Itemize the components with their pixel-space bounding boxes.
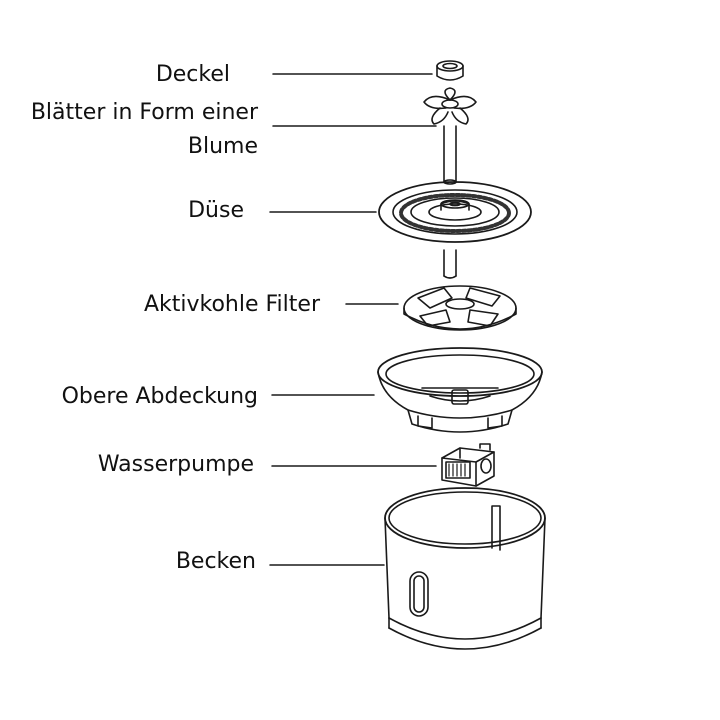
label-deckel: Deckel bbox=[155, 62, 230, 87]
part-duese bbox=[378, 181, 532, 243]
part-deckel bbox=[436, 60, 464, 81]
label-obere-abdeckung: Obere Abdeckung bbox=[61, 384, 258, 409]
label-aktivkohle: Aktivkohle Filter bbox=[143, 292, 320, 317]
leader-lines bbox=[269, 73, 437, 566]
label-wasserpumpe: Wasserpumpe bbox=[97, 452, 254, 477]
part-becken bbox=[384, 487, 546, 650]
part-obere-abdeckung bbox=[377, 347, 543, 433]
label-becken: Becken bbox=[175, 549, 256, 574]
label-duese: Düse bbox=[188, 198, 244, 223]
part-wasserpumpe bbox=[441, 443, 495, 487]
part-aktivkohle-filter bbox=[403, 285, 517, 331]
label-blaetter-line1: Blätter in Form einer bbox=[30, 100, 258, 125]
label-blaetter-line2: Blume bbox=[187, 134, 258, 159]
part-blaetter-blume bbox=[423, 87, 477, 279]
